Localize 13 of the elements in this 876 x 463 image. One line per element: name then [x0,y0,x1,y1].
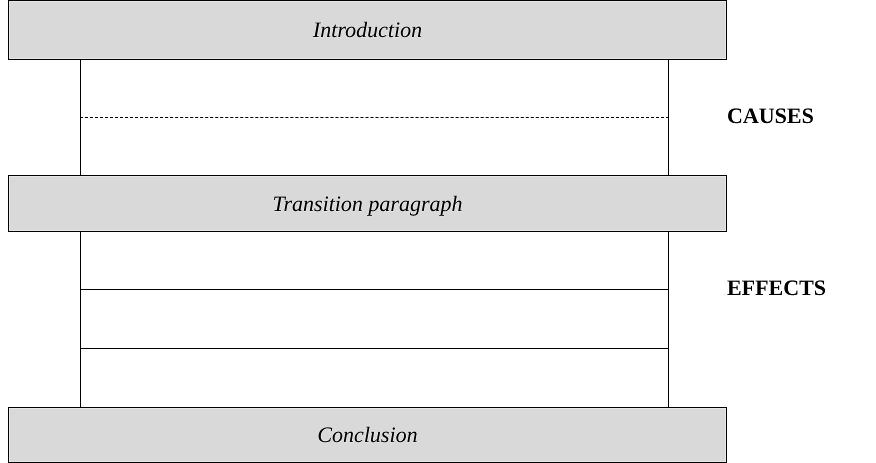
group-label: CAUSES [727,103,814,129]
paragraph-box [80,349,669,407]
paragraph-box [80,60,669,118]
section-title: Conclusion [317,422,418,448]
paragraph-box [80,290,669,349]
section-title: Transition paragraph [272,190,463,216]
section-band [8,175,727,232]
section-title: Introduction [312,17,422,43]
paragraph-box [80,232,669,290]
section-band [8,407,727,463]
group-label: EFFECTS [727,275,826,301]
section-band [8,0,727,60]
paragraph-box [80,118,669,175]
